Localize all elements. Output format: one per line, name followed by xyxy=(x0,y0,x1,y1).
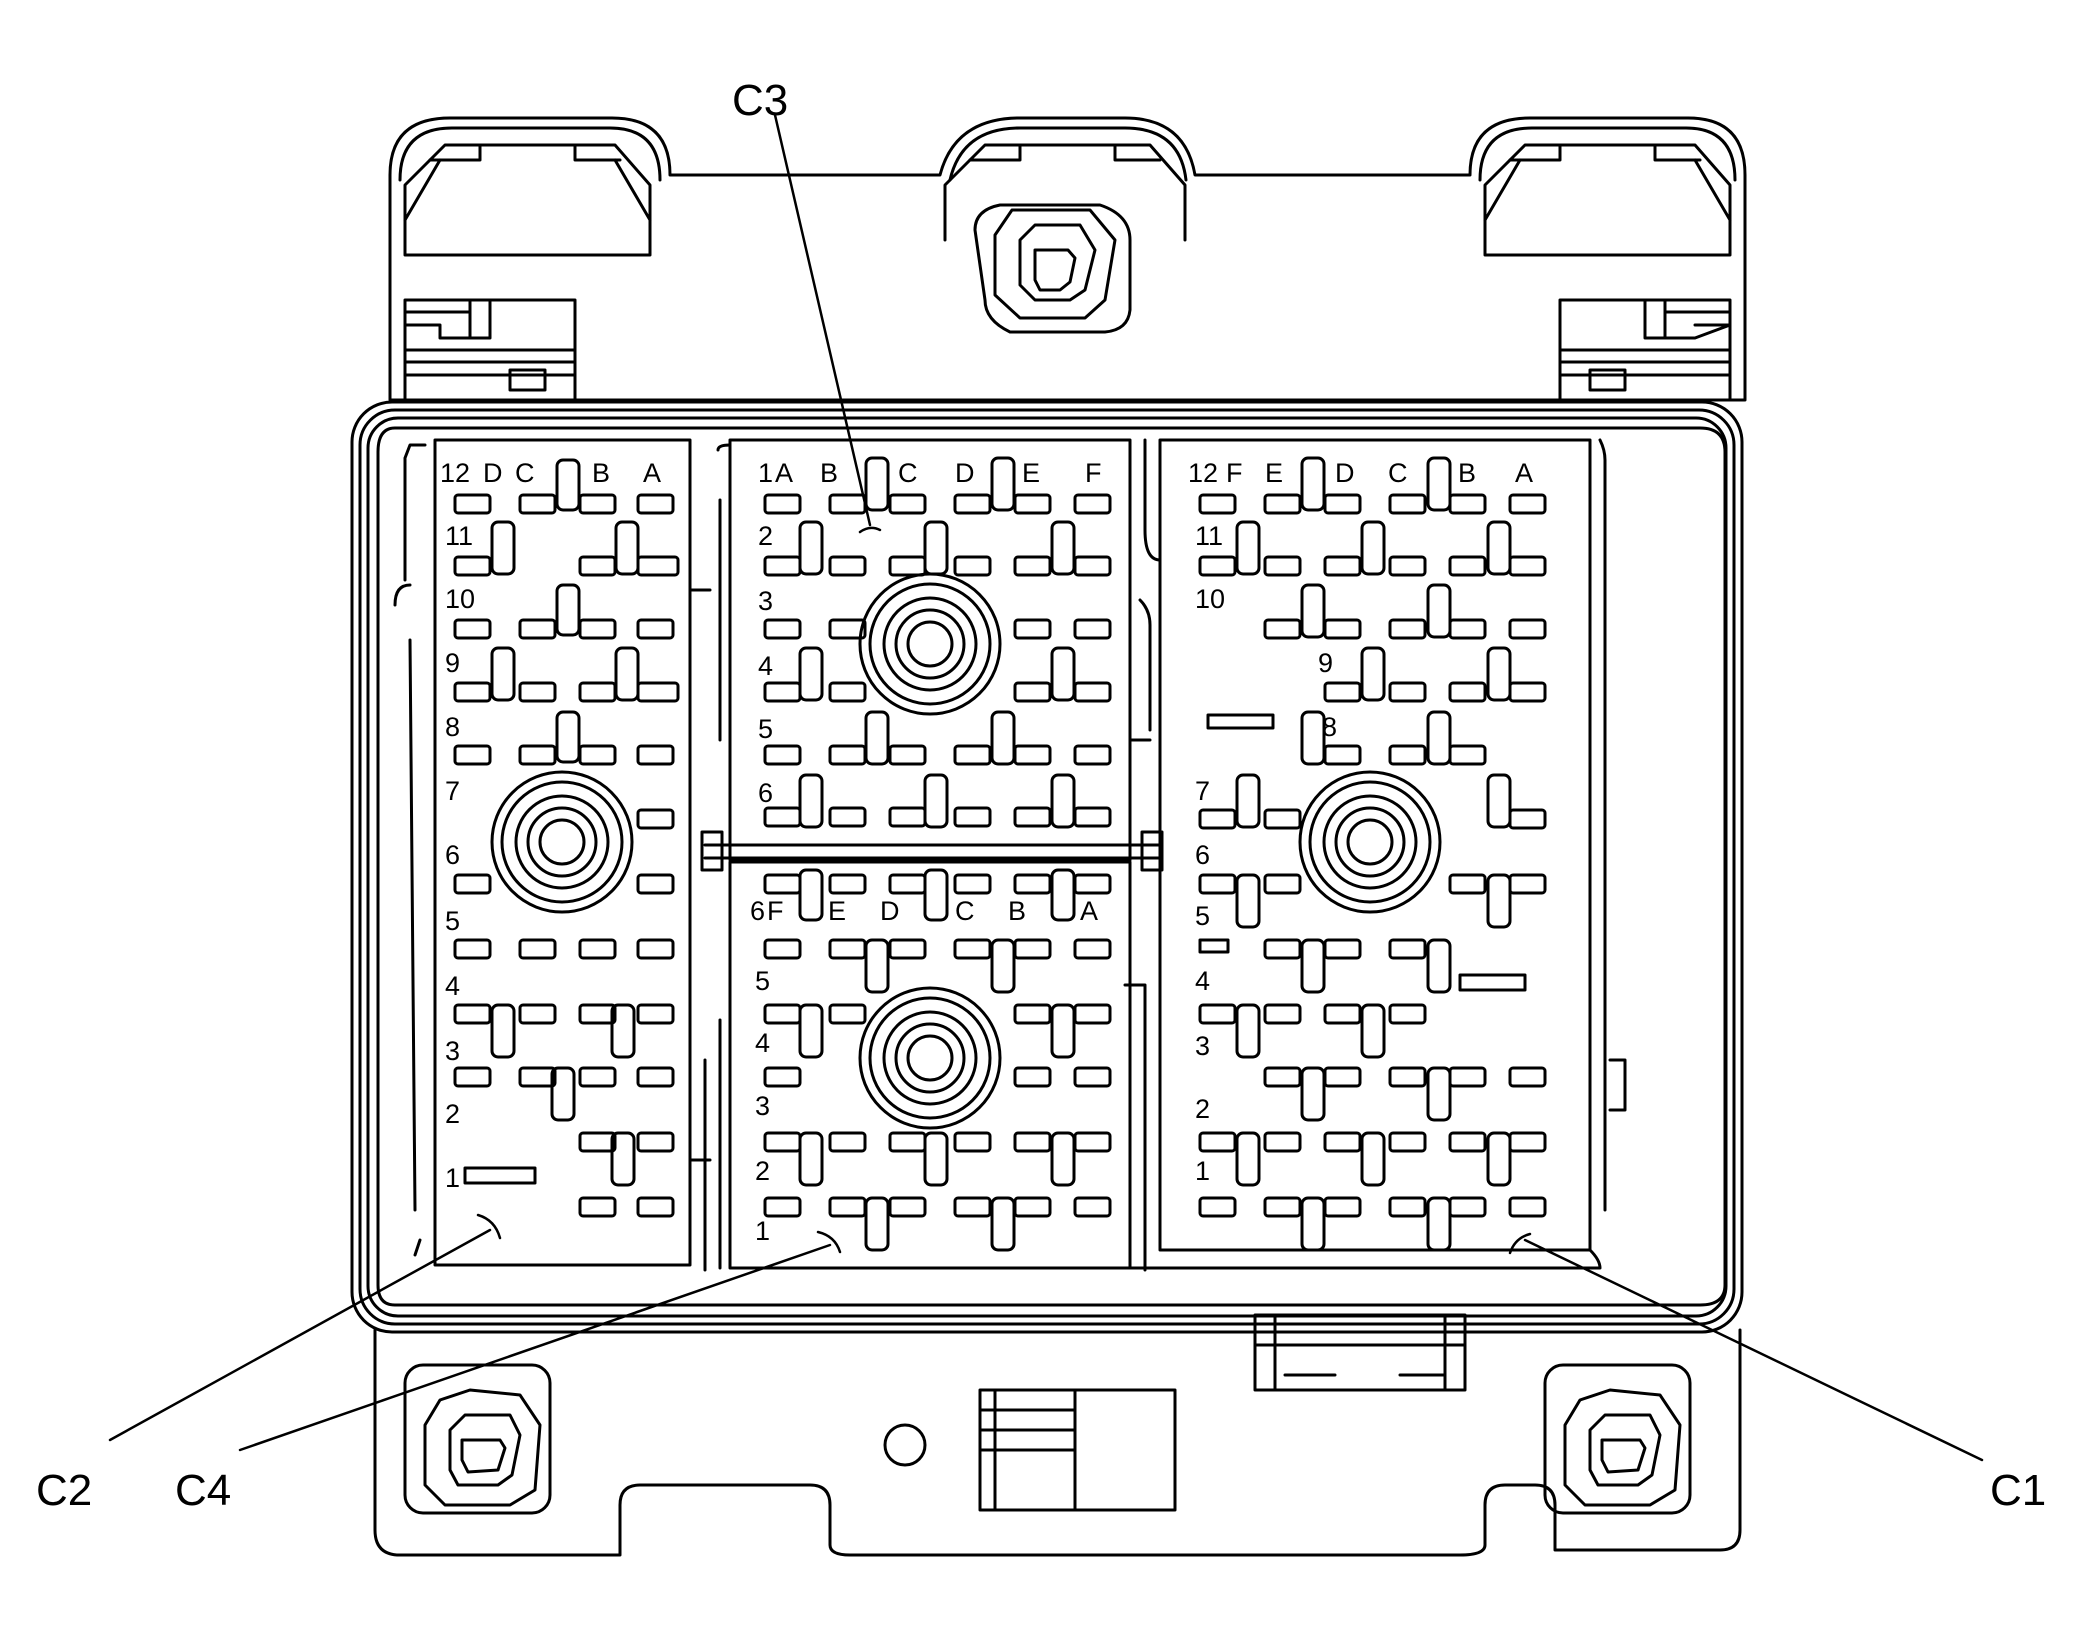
c1-row-10: 10 xyxy=(1195,584,1225,614)
c4-label-6: 6 xyxy=(750,896,765,926)
cavity-labels: 12 D C B A 11 10 9 8 7 6 5 4 3 2 1 1 A B… xyxy=(440,458,1533,1246)
c3-label-e: E xyxy=(1022,458,1040,488)
c4-row-4: 4 xyxy=(755,1028,770,1058)
c2-bolt xyxy=(490,770,634,914)
c1-row-1: 1 xyxy=(1195,1156,1210,1186)
c1-label-c: C xyxy=(1388,458,1408,488)
c3-row-2: 2 xyxy=(758,521,773,551)
connector-blocks xyxy=(393,438,1627,1272)
c1-label-12: 12 xyxy=(1188,458,1218,488)
c4-label-d: D xyxy=(880,896,900,926)
c3-row-6: 6 xyxy=(758,778,773,808)
c2-leader xyxy=(108,1228,492,1442)
c4-leader xyxy=(238,1243,832,1452)
c2-row-2: 2 xyxy=(445,1099,460,1129)
c3-leader xyxy=(773,113,872,527)
c2-row-4: 4 xyxy=(445,971,460,1001)
c1-row-2: 2 xyxy=(1195,1094,1210,1124)
c1-row-8: 8 xyxy=(1322,712,1337,742)
bottom-right-clip xyxy=(1543,1363,1692,1515)
callout-labels: C3 C2 C4 C1 xyxy=(36,76,2046,1515)
c1-bolt xyxy=(1298,770,1442,914)
c4-row-5: 5 xyxy=(755,966,770,996)
c2-row-9: 9 xyxy=(445,648,460,678)
c4-label-c: C xyxy=(955,896,975,926)
c4-label-e: E xyxy=(828,896,846,926)
c2-label-a: A xyxy=(643,458,661,488)
c4-row-1: 1 xyxy=(755,1216,770,1246)
callout-c1: C1 xyxy=(1990,1466,2046,1515)
c2-row-11: 11 xyxy=(445,521,473,551)
c2-label-c: C xyxy=(515,458,535,488)
c4-label-b: B xyxy=(1008,896,1026,926)
c1-row-7: 7 xyxy=(1195,776,1210,806)
c1-row-3: 3 xyxy=(1195,1031,1210,1061)
top-clip xyxy=(973,203,1132,334)
bolt-bosses xyxy=(490,572,1442,1130)
c1-row-6: 6 xyxy=(1195,840,1210,870)
c2-row-8: 8 xyxy=(445,712,460,742)
c4-label-a: A xyxy=(1080,896,1098,926)
c4-row-3: 3 xyxy=(755,1091,770,1121)
callout-c3: C3 xyxy=(732,76,788,125)
c1-label-e: E xyxy=(1265,458,1283,488)
c3-row-4: 4 xyxy=(758,651,773,681)
c2-row-1: 1 xyxy=(445,1163,460,1193)
divider-bar xyxy=(703,843,1162,860)
c1-label-f: F xyxy=(1226,458,1243,488)
c1-row-5: 5 xyxy=(1195,901,1210,931)
callout-c4: C4 xyxy=(175,1466,231,1515)
c2-row-5: 5 xyxy=(445,906,460,936)
c2-row-3: 3 xyxy=(445,1036,460,1066)
c3-row-5: 5 xyxy=(758,714,773,744)
callout-c2: C2 xyxy=(36,1466,92,1515)
callout-leaders xyxy=(108,113,1984,1462)
c3-bolt xyxy=(858,572,1002,716)
c2-label-b: B xyxy=(592,458,610,488)
c2-label-12: 12 xyxy=(440,458,470,488)
c1-leader xyxy=(1523,1238,1984,1462)
c1-label-d: D xyxy=(1335,458,1355,488)
c3-label-b: B xyxy=(820,458,838,488)
c4-bolt xyxy=(858,986,1002,1130)
c3-label-d: D xyxy=(955,458,975,488)
c1-label-b: B xyxy=(1458,458,1476,488)
c1-row-9: 9 xyxy=(1318,648,1333,678)
terminals xyxy=(453,456,1547,1252)
c1-label-a: A xyxy=(1515,458,1533,488)
c3-label-c: C xyxy=(898,458,918,488)
housing xyxy=(350,116,1747,1557)
bottom-left-clip xyxy=(403,1363,552,1515)
c3-label-1: 1 xyxy=(758,458,773,488)
c2-row-6: 6 xyxy=(445,840,460,870)
c2-row-7: 7 xyxy=(445,776,460,806)
c2-row-10: 10 xyxy=(445,584,475,614)
c3-label-f: F xyxy=(1085,458,1102,488)
c3-row-3: 3 xyxy=(758,586,773,616)
c3-label-a: A xyxy=(775,458,793,488)
c4-label-f: F xyxy=(767,896,784,926)
c4-row-2: 2 xyxy=(755,1156,770,1186)
c1-row-11: 11 xyxy=(1195,521,1223,551)
c1-row-4: 4 xyxy=(1195,966,1210,996)
c2-label-d: D xyxy=(483,458,503,488)
